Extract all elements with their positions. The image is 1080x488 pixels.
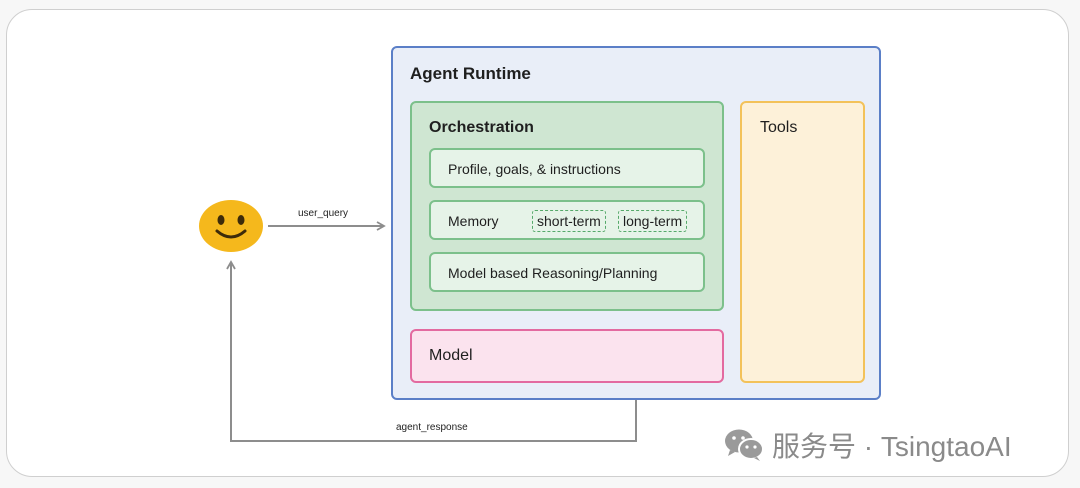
memory-tag-short-term: short-term — [532, 210, 606, 232]
orchestration-box: Orchestration Profile, goals, & instruct… — [410, 101, 724, 311]
orchestration-item-reasoning: Model based Reasoning/Planning — [429, 252, 705, 292]
watermark-text: 服务号 · TsingtaoAI — [772, 431, 1012, 462]
agent-runtime-title: Agent Runtime — [410, 64, 531, 83]
orchestration-item-label: Profile, goals, & instructions — [448, 161, 621, 177]
model-title: Model — [429, 347, 473, 364]
orchestration-item-memory: Memory short-term long-term — [429, 200, 705, 240]
model-box: Model — [410, 329, 724, 383]
orchestration-title: Orchestration — [429, 119, 534, 136]
tools-title: Tools — [760, 119, 798, 136]
tools-box: Tools — [740, 101, 865, 383]
agent-runtime-box: Agent Runtime Orchestration Profile, goa… — [391, 46, 881, 400]
agent-response-arrow — [226, 260, 637, 442]
wechat-icon — [725, 429, 764, 461]
agent-response-label: agent_response — [396, 422, 468, 433]
orchestration-item-label: Model based Reasoning/Planning — [448, 265, 658, 281]
orchestration-item-label: Memory — [448, 213, 499, 229]
smiley-face-icon — [199, 200, 263, 252]
orchestration-item-profile: Profile, goals, & instructions — [429, 148, 705, 188]
user-query-label: user_query — [298, 208, 349, 219]
watermark: 服务号 · TsingtaoAI — [724, 425, 1012, 465]
memory-tag-long-term: long-term — [618, 210, 688, 232]
